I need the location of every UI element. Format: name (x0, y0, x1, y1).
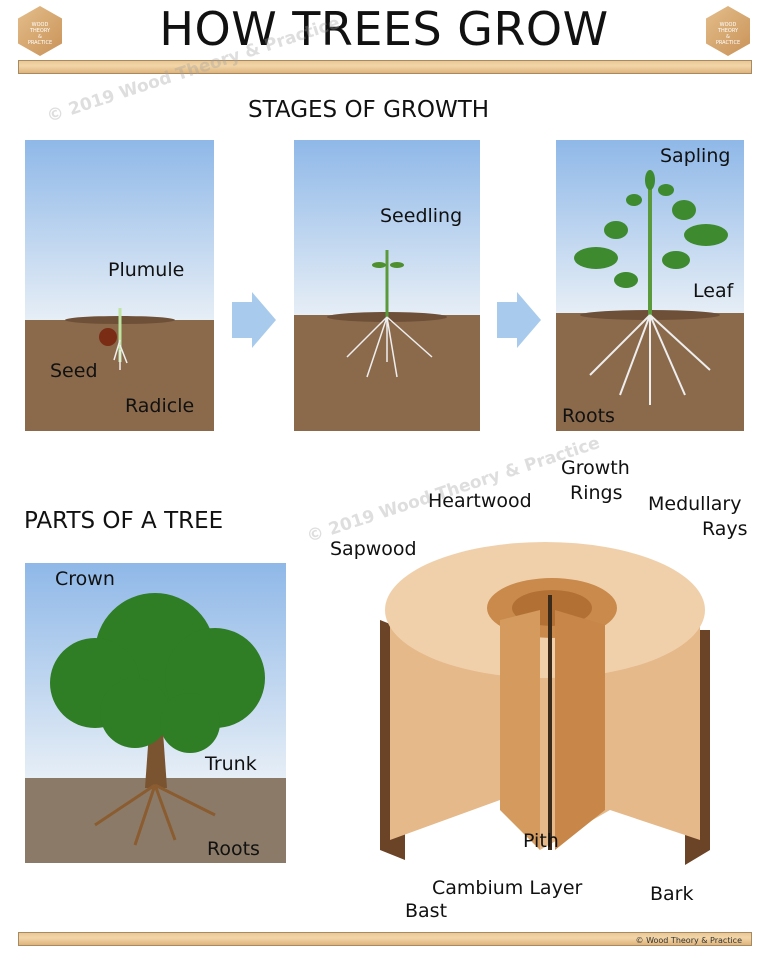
arrow-right-icon (232, 292, 276, 348)
trunk-cross-section (380, 542, 710, 865)
label-trunk: Trunk (205, 753, 257, 775)
label-growth-rings-2: Rings (570, 482, 623, 504)
label-growth-rings-1: Growth (561, 457, 630, 479)
label-bark: Bark (650, 883, 694, 905)
seed-icon (99, 328, 117, 346)
label-cambium: Cambium Layer (432, 877, 583, 899)
label-medullary-1: Medullary (648, 493, 742, 515)
bottom-plank (18, 932, 752, 946)
tree-panel (25, 563, 286, 863)
arrow-right-icon (497, 292, 541, 348)
label-medullary-2: Rays (702, 518, 748, 540)
parts-heading: PARTS OF A TREE (24, 508, 224, 534)
label-crown: Crown (55, 568, 115, 590)
label-plumule: Plumule (108, 259, 185, 281)
footer-copyright: © Wood Theory & Practice (635, 936, 742, 945)
label-roots-tree: Roots (207, 838, 260, 860)
label-leaf: Leaf (693, 280, 734, 302)
label-sapling: Sapling (660, 145, 731, 167)
seedling-stage-panel (294, 140, 480, 431)
sapling-stage-panel (556, 140, 744, 431)
label-heartwood: Heartwood (428, 490, 532, 512)
seed-stage-panel (25, 140, 214, 431)
label-roots-sapling: Roots (562, 405, 615, 427)
page-title: HOW TREES GROW (159, 2, 609, 56)
label-seed: Seed (50, 360, 98, 382)
label-radicle: Radicle (125, 395, 195, 417)
stages-heading: STAGES OF GROWTH (248, 97, 490, 123)
label-seedling: Seedling (380, 205, 463, 227)
label-bast: Bast (405, 900, 448, 922)
label-sapwood: Sapwood (330, 538, 417, 560)
label-pith: Pith (523, 830, 559, 852)
top-plank (18, 60, 752, 74)
